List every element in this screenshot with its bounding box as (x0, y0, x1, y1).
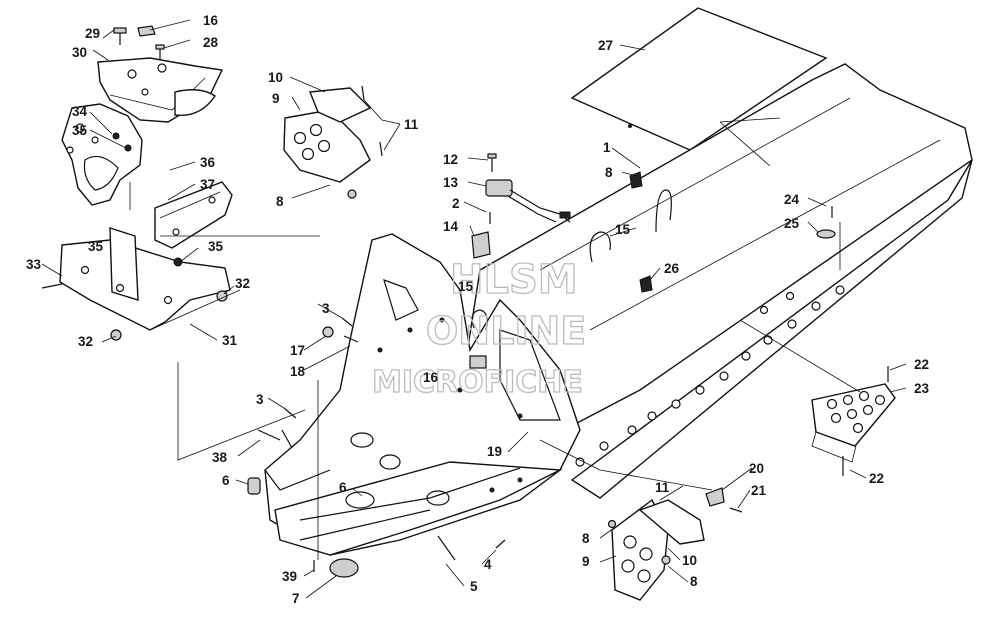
callout-38: 38 (212, 450, 228, 465)
bracket-36 (154, 181, 233, 249)
watermark-line2: ONLINE (426, 309, 586, 353)
left-housing (61, 103, 143, 206)
callout-22: 22 (869, 471, 884, 486)
leader-lines (41, 19, 907, 599)
callout-15: 15 (458, 279, 474, 294)
callout-35: 35 (88, 239, 104, 254)
callout-39: 39 (282, 569, 297, 584)
callout-33: 33 (26, 257, 42, 272)
assembly-guides (129, 121, 861, 560)
callout-34: 34 (72, 104, 88, 119)
callout-35: 35 (208, 239, 224, 254)
callout-23: 23 (914, 381, 930, 396)
callout-16: 16 (423, 370, 439, 385)
callout-25: 25 (784, 216, 800, 231)
callout-15: 15 (615, 222, 631, 237)
callout-24: 24 (784, 192, 800, 207)
chassis-frame (264, 63, 973, 556)
footrest-bracket-lower (607, 487, 743, 601)
callout-17: 17 (290, 343, 305, 358)
callout-20: 20 (749, 461, 764, 476)
callout-labels: 29 16 30 28 34 35 36 37 35 35 33 32 32 3… (26, 13, 930, 606)
steering-support-assembly (97, 25, 224, 123)
callout-36: 36 (200, 155, 216, 170)
callout-13: 13 (443, 175, 459, 190)
callout-29: 29 (85, 26, 100, 41)
callout-8: 8 (690, 574, 698, 589)
callout-10: 10 (682, 553, 697, 568)
callout-21: 21 (751, 483, 767, 498)
mount-plate-31 (41, 227, 231, 341)
callout-37: 37 (200, 177, 215, 192)
callout-32: 32 (235, 276, 250, 291)
callout-18: 18 (290, 364, 306, 379)
callout-27: 27 (598, 38, 613, 53)
callout-8: 8 (605, 165, 613, 180)
watermark: HLSM ONLINE MICROFICHE (371, 256, 587, 400)
callout-8: 8 (276, 194, 284, 209)
callout-12: 12 (443, 152, 458, 167)
callout-7: 7 (292, 591, 300, 606)
callout-14: 14 (443, 219, 459, 234)
callout-26: 26 (664, 261, 680, 276)
callout-35: 35 (72, 123, 88, 138)
callout-9: 9 (582, 554, 590, 569)
callout-6: 6 (339, 480, 347, 495)
callout-9: 9 (272, 91, 280, 106)
callout-3: 3 (322, 301, 330, 316)
callout-16: 16 (203, 13, 219, 28)
watermark-line3: MICROFICHE (372, 365, 583, 400)
callout-2: 2 (452, 196, 460, 211)
callout-30: 30 (72, 45, 87, 60)
callout-5: 5 (470, 579, 478, 594)
footrest-bracket-upper (283, 85, 383, 199)
callout-11: 11 (655, 480, 670, 495)
footrest-23 (811, 383, 896, 463)
callout-19: 19 (487, 444, 502, 459)
callout-1: 1 (603, 140, 611, 155)
callout-31: 31 (222, 333, 238, 348)
callout-32: 32 (78, 334, 93, 349)
watermark-line1: HLSM (450, 257, 578, 303)
callout-22: 22 (914, 357, 929, 372)
callout-3: 3 (256, 392, 264, 407)
tunnel-holes (575, 285, 845, 467)
callout-6: 6 (222, 473, 230, 488)
pad-27 (570, 7, 828, 151)
small-hardware (247, 153, 889, 578)
callout-11: 11 (404, 117, 419, 132)
callout-4: 4 (484, 557, 492, 572)
callout-10: 10 (268, 70, 283, 85)
callout-28: 28 (203, 35, 219, 50)
callout-8: 8 (582, 531, 590, 546)
